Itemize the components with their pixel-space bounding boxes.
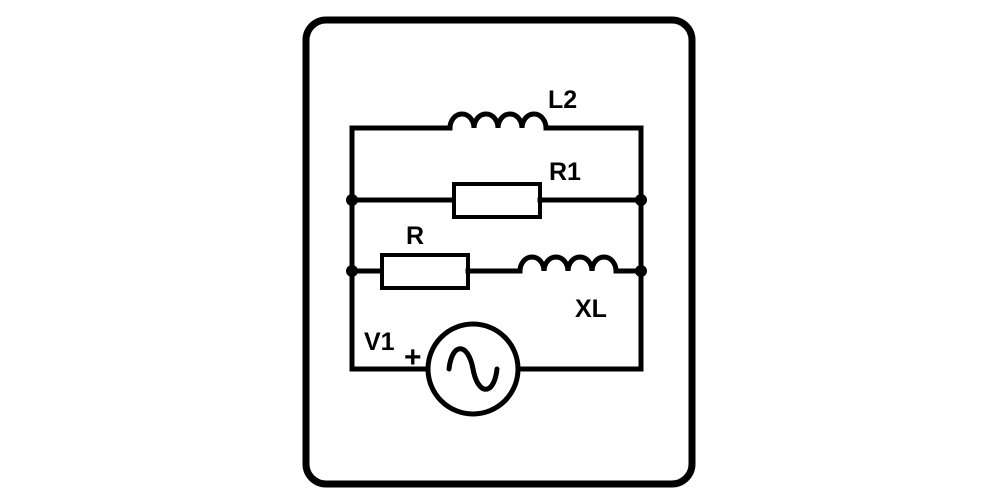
- junction-dot: [635, 194, 647, 206]
- resistor-r1-symbol: [452, 182, 542, 219]
- label-r: R: [406, 222, 424, 250]
- inductor-xl-symbol: [517, 254, 619, 274]
- label-xl: XL: [575, 295, 607, 323]
- label-v1: V1: [364, 328, 395, 356]
- polarity-plus: +: [404, 341, 422, 374]
- branch-r1: [349, 182, 644, 219]
- resistor-r-symbol: [380, 253, 470, 290]
- label-l2: L2: [548, 86, 577, 114]
- branch-v1: [349, 321, 644, 417]
- junction-dot: [346, 194, 358, 206]
- inductor-l2-symbol: [447, 111, 549, 131]
- diagram-frame: [302, 16, 696, 488]
- junction-dot: [346, 265, 358, 277]
- label-r1: R1: [549, 158, 581, 186]
- branch-r-xl: [349, 253, 644, 290]
- branch-l2: [349, 111, 644, 131]
- sine-wave-icon: [446, 346, 500, 392]
- junction-dot: [635, 265, 647, 277]
